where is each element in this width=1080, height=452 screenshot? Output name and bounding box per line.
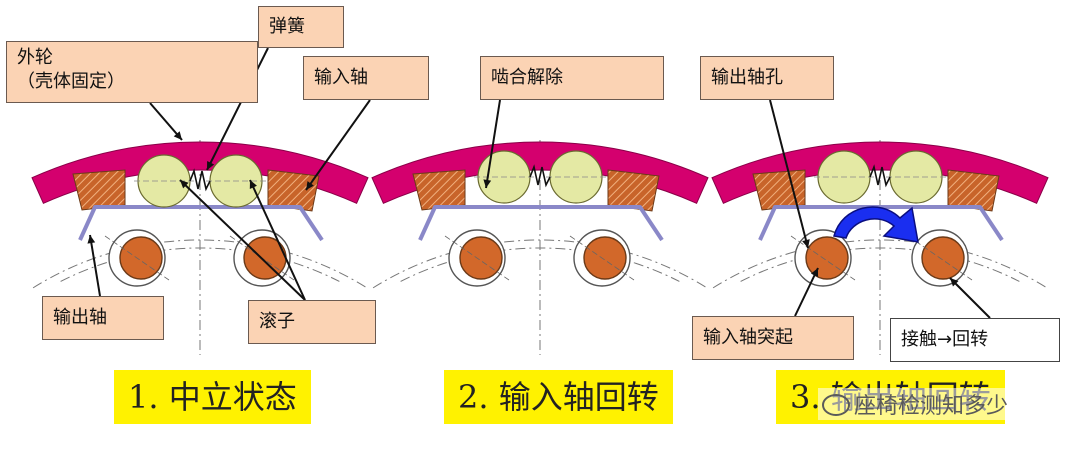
callout-disengage-head [483, 179, 492, 188]
callout-contact [949, 277, 991, 319]
spring [869, 164, 891, 188]
input-shaft-pad-right [947, 169, 1000, 212]
guide-arc-outer [372, 239, 708, 289]
input-protrusion [459, 236, 503, 280]
output-shaft-label: 输出轴 [42, 296, 164, 340]
outer-ring-label-text: 外轮 [17, 47, 53, 68]
callout-roller-left-head [180, 180, 189, 189]
callout-disengage [485, 99, 501, 189]
watermark: 座椅检测知多少 [818, 388, 1013, 420]
input-shaft-pad-left [72, 169, 126, 211]
outer-ring-label: 外轮 （壳体固定） [6, 41, 258, 103]
callout-output-shaft-head [87, 235, 96, 244]
shaft-axis [907, 235, 973, 281]
roller-label: 滚子 [248, 300, 376, 344]
spring [529, 164, 551, 188]
callout-outer-ring-head [173, 131, 182, 140]
output-plate [418, 205, 664, 242]
outer-ring [711, 141, 1049, 204]
input-shaft-pad-right [267, 169, 320, 212]
callout-roller-right-head [249, 180, 257, 189]
input-protrusion [805, 236, 849, 280]
shaft-axis [569, 235, 635, 281]
wechat-icon [822, 394, 850, 416]
contact-rotate-label: 接触→回转 [890, 318, 1060, 362]
shaft-axis [444, 235, 510, 281]
callout-outer-ring [149, 102, 183, 141]
disengage-label: 啮合解除 [480, 56, 664, 100]
callout-roller-right [249, 179, 306, 301]
callout-output-shaft [89, 234, 101, 297]
callout-roller-left [179, 179, 306, 301]
callout-output-hole-head [802, 239, 810, 248]
callout-output-hole [769, 99, 809, 249]
input-protrusion [119, 236, 163, 280]
output-shaft-hole-label: 输出轴孔 [700, 56, 834, 100]
input-protrusion [583, 236, 627, 280]
callout-input-shaft-head [306, 181, 314, 190]
outer-ring [371, 141, 709, 204]
callout-protrusion [794, 267, 819, 317]
outer-ring [31, 141, 369, 204]
input-shaft-label: 输入轴 [303, 56, 429, 100]
panel-3 [711, 140, 1049, 355]
rotation-arrow-icon [833, 206, 919, 243]
input-shaft-pad-right [607, 169, 660, 212]
callout-protrusion-head [810, 268, 819, 277]
panel-2 [371, 140, 709, 355]
output-plate [78, 205, 324, 242]
caption-neutral: 1. 中立状态 [114, 370, 311, 424]
spring [189, 168, 211, 192]
input-shaft-protrusion-label: 输入轴突起 [692, 316, 854, 360]
shaft-axis [104, 235, 170, 281]
input-protrusion [921, 236, 965, 280]
caption-input-rotation: 2. 输入轴回转 [444, 370, 673, 424]
outer-ring-note-text: （壳体固定） [17, 71, 125, 92]
watermark-text: 座椅检测知多少 [854, 394, 1009, 419]
callout-contact-head [950, 278, 959, 287]
input-shaft-pad-left [412, 169, 466, 211]
spring-label: 弹簧 [258, 6, 344, 48]
callout-input-shaft [305, 99, 371, 191]
shaft-axis [790, 235, 856, 281]
callout-spring-head [207, 161, 215, 170]
